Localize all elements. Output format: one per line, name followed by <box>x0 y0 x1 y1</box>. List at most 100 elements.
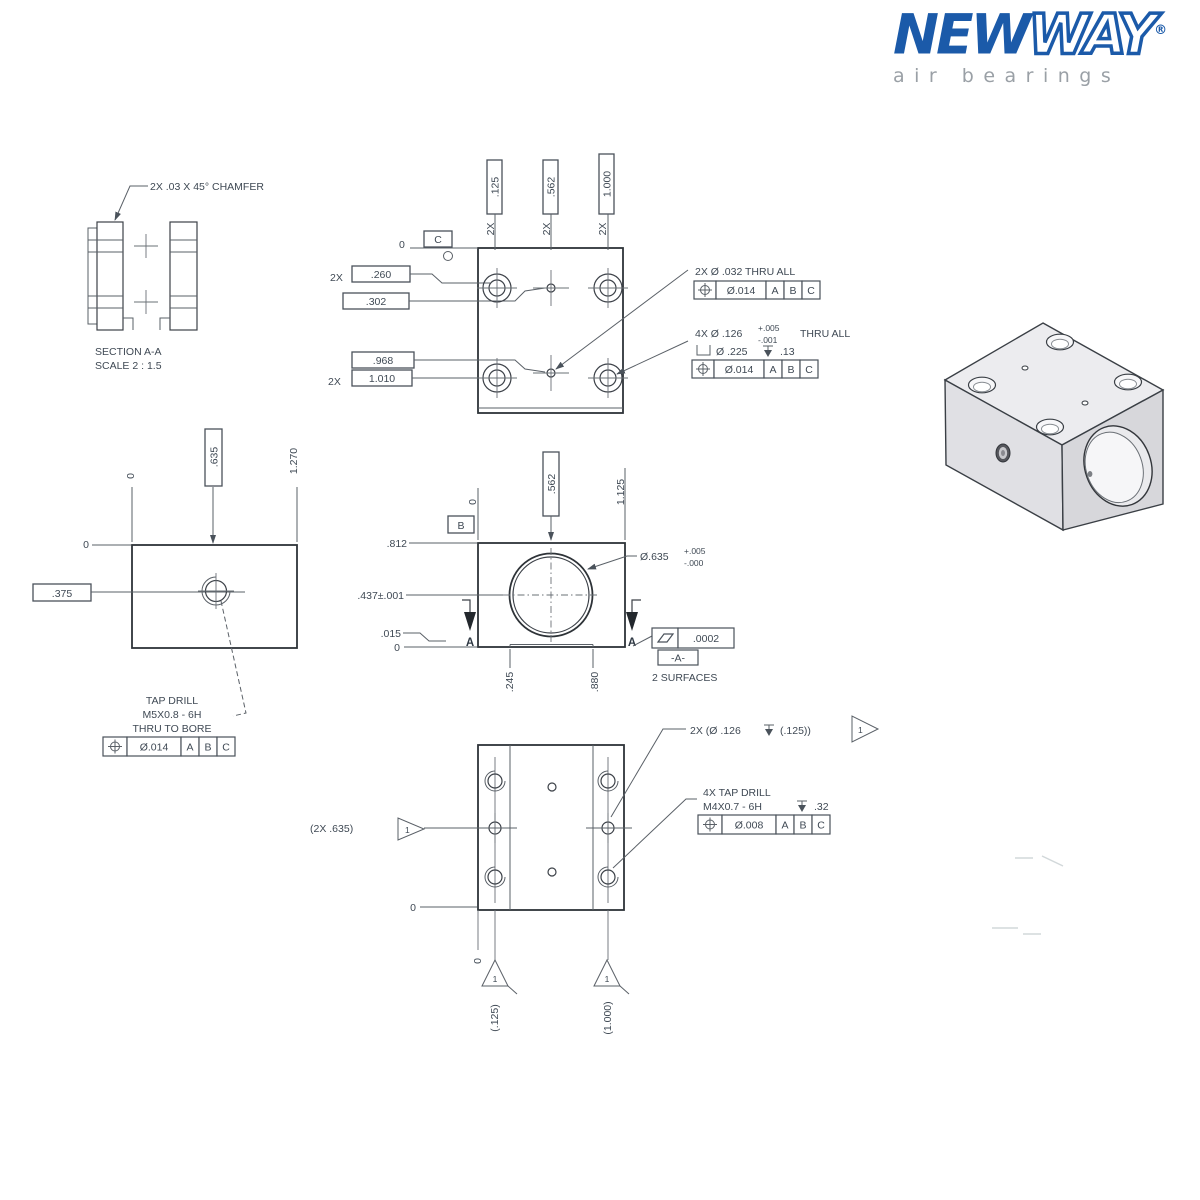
section-scale: SCALE 2 : 1.5 <box>95 360 162 372</box>
counterbore-icon <box>696 345 711 356</box>
recess-left-dim: .245 <box>504 672 516 693</box>
fcf-tolerance: Ø.014 <box>725 364 754 376</box>
top-row-dim-968: .968 <box>351 351 546 373</box>
tap-hole-leader <box>612 798 697 869</box>
dim-value: 1.270 <box>288 448 300 474</box>
dim-value: .635 <box>209 447 221 468</box>
left-width-ref: 1.270 <box>288 448 300 542</box>
flatness-tol: .0002 <box>693 633 719 645</box>
bore-note: Ø.635 +.005 -.000 <box>587 546 706 570</box>
position-icon <box>696 362 710 376</box>
dim-qty: 2X <box>597 223 609 236</box>
top-col-dim-562: .562 2X <box>541 159 559 250</box>
tap-note-fcf: Ø.014 A B C <box>102 736 236 757</box>
thru-note-text: 2X Ø .032 THRU ALL <box>695 266 795 278</box>
origin-rot: 0 <box>472 958 484 964</box>
fcf-datum-a: A <box>781 820 788 832</box>
hole-note-leader <box>616 340 689 375</box>
section-arrow-right: A <box>626 599 641 649</box>
cbore-dia: Ø .225 <box>716 346 748 358</box>
dim-value: .260 <box>371 269 392 281</box>
thru-note-fcf: Ø.014 A B C <box>693 280 821 300</box>
dim-value: 1.125 <box>615 479 627 505</box>
fcf-datum-b: B <box>799 820 806 832</box>
front-height-dim: .812 <box>387 538 408 550</box>
side-tapped-hole <box>198 573 234 609</box>
dim-value: (2X .635) <box>310 823 353 835</box>
top-row-dim-260: 2X .260 <box>330 265 490 284</box>
note-depth: (.125)) <box>780 725 811 737</box>
fcf-tolerance: Ø.014 <box>727 285 756 297</box>
cbore-depth: .13 <box>780 346 795 358</box>
fcf-datum-c: C <box>817 820 825 832</box>
bore-centerlines <box>503 548 599 642</box>
mid-hole-leader <box>610 728 686 818</box>
top-origin-label: 0 <box>399 239 405 251</box>
fcf-datum-c: C <box>807 285 815 297</box>
bottom-recess-edges <box>509 745 594 910</box>
left-hole-y-dim: .375 <box>32 583 245 602</box>
fcf-datum-a: A <box>769 364 776 376</box>
flag-number: 1 <box>493 974 498 984</box>
front-step-dim: .015 <box>381 628 402 640</box>
dim-value: .375 <box>52 588 73 600</box>
tap-note-fcf: Ø.008 A B C <box>697 814 831 835</box>
top-row-dim-1010: 2X 1.010 <box>328 369 488 388</box>
tap-depth: .32 <box>814 801 829 813</box>
left-view-outline <box>131 544 298 649</box>
bore-note-leader <box>587 555 637 570</box>
section-hatch-right <box>169 221 198 331</box>
bore-tol-plus: +.005 <box>684 546 706 556</box>
iso-bore-feed-hole <box>1087 471 1093 477</box>
flag-number: 1 <box>605 974 610 984</box>
fcf-datum-b: B <box>787 364 794 376</box>
section-label: A <box>466 637 474 649</box>
position-icon <box>703 817 717 832</box>
chamfer-note: 2X .03 X 45° CHAMFER <box>150 181 264 193</box>
datum-c-label: C <box>434 234 442 246</box>
tap-line1: 4X TAP DRILL <box>703 787 771 799</box>
section-arrow-left: A <box>462 599 476 649</box>
bottom-side-dim: (2X .635) 1 <box>310 817 632 841</box>
bore-dia: Ø.635 <box>640 551 669 563</box>
isometric-view <box>943 322 1165 532</box>
position-icon <box>108 739 122 754</box>
fcf-tolerance: Ø.014 <box>140 742 169 754</box>
fcf-datum-c: C <box>222 742 230 754</box>
dim-value: .562 <box>546 177 558 198</box>
tap-note-line1: TAP DRILL <box>146 695 198 707</box>
fcf-datum-c: C <box>805 364 813 376</box>
recess-right-dim: .880 <box>589 672 601 693</box>
depth-icon <box>763 345 773 357</box>
flatness-callout: .0002 -A- 2 SURFACES <box>632 627 735 684</box>
tap-note-line3: THRU TO BORE <box>133 723 212 735</box>
hole-note-suffix: THRU ALL <box>800 328 850 340</box>
logo-new: NEW <box>893 2 1031 67</box>
bottom-origin: 0 <box>410 902 416 914</box>
top-col-dim-125: .125 2X <box>485 159 503 250</box>
position-icon <box>698 283 712 297</box>
fcf-datum-b: B <box>204 742 211 754</box>
front-step-leader <box>403 632 446 642</box>
side-tap-note: TAP DRILL M5X0.8 - 6H THRU TO BORE Ø.014… <box>102 695 236 757</box>
front-recess-dims: .245 .880 <box>504 649 601 692</box>
flag-triangle-icon <box>593 958 621 987</box>
fcf-datum-a: A <box>186 742 193 754</box>
bottom-hole-note: 2X (Ø .126 (.125)) 1 <box>690 715 880 743</box>
section-hole-lines <box>88 239 197 309</box>
flatness-icon <box>656 633 675 643</box>
bore-tol-minus: -.000 <box>684 558 704 568</box>
ghost-artifacts <box>992 855 1064 935</box>
flag-triangle-icon <box>851 715 880 743</box>
left-side-view: 0 .635 1.270 0 .375 TAP DRILL M5X0.8 - 6… <box>32 428 300 757</box>
front-width-ref: 1.125 <box>615 468 627 540</box>
section-hatch-strip <box>87 227 98 325</box>
bottom-view: (2X .635) 1 0 2X (Ø .126 (.125)) 1 4X TA… <box>310 715 880 1035</box>
datum-b-flag <box>447 515 475 534</box>
front-center-dim: .562 <box>542 451 560 541</box>
dim-qty: 2X <box>485 223 497 236</box>
logo-wordmark: NEWWAY® <box>893 2 1193 67</box>
dim-qty: 2X <box>330 272 343 284</box>
dim-value: .968 <box>373 355 394 367</box>
